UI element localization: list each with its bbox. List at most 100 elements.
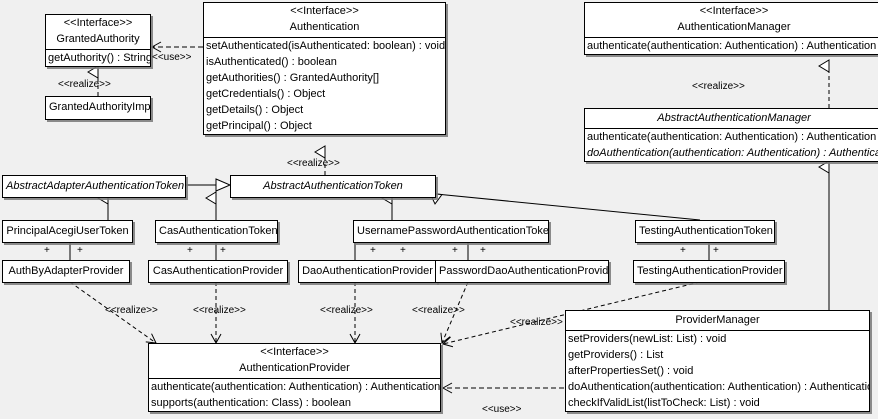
class-username-password-authentication-token[interactable]: UsernamePasswordAuthenticationToken [353,220,549,243]
class-header: DaoAuthenticationProvider [299,261,436,281]
edge-label-realize-password-dao-provider: <<realize>> [412,305,465,316]
class-name: PrincipalAcegiUserToken [6,225,129,237]
method-compartment: setProviders(newList: List) : void getPr… [566,330,869,411]
method-compartment: authenticate(authentication: Authenticat… [149,378,440,411]
class-header: AbstractAuthenticationManager [585,109,878,128]
method-item: afterPropertiesSet() : void [568,365,694,377]
edge-label-realize-abstract-authentication-token: <<realize>> [287,158,340,169]
class-granted-authority-impl[interactable]: GrantedAuthorityImpl [45,96,151,120]
association-marker-plus: + [187,245,193,256]
method-compartment: getAuthority() : String [46,49,150,66]
class-authentication-manager[interactable]: <<Interface>> AuthenticationManager auth… [584,2,878,55]
class-header: PrincipalAcegiUserToken [3,221,132,241]
association-marker-plus: + [370,245,376,256]
method-item: authenticate(authentication: Authenticat… [151,381,441,393]
method-compartment: setAuthenticated(isAuthenticated: boolea… [204,37,445,134]
method-item: isAuthenticated() : boolean [206,56,337,68]
edge-label-realize-granted-authority-impl: <<realize>> [58,79,111,90]
class-header: <<Interface>> GrantedAuthority [46,15,150,49]
class-header: CasAuthenticationToken [156,221,277,241]
class-cas-authentication-token[interactable]: CasAuthenticationToken [155,220,278,243]
class-name: TestingAuthenticationToken [639,225,773,237]
method-item: getCredentials() : Object [206,88,326,100]
class-name: GrantedAuthority [56,33,140,45]
association-marker-plus: + [713,245,719,256]
class-granted-authority[interactable]: <<Interface>> GrantedAuthority getAuthor… [45,14,151,67]
class-header: PasswordDaoAuthenticationProvider [436,261,608,281]
method-compartment: authenticate(authentication: Authenticat… [585,37,878,54]
class-name: AuthByAdapterProvider [8,265,124,277]
class-abstract-authentication-manager[interactable]: AbstractAuthenticationManager authentica… [584,108,878,162]
class-testing-authentication-provider[interactable]: TestingAuthenticationProvider [633,260,785,283]
stereotype-label: <<Interface>> [260,346,329,358]
class-header: AbstractAuthenticationToken [231,176,435,196]
class-header: AbstractAdapterAuthenticationToken [3,176,185,196]
class-auth-by-adapter-provider[interactable]: AuthByAdapterProvider [2,260,130,283]
edge-label-realize-auth-by-adapter-provider: <<realize>> [105,305,158,316]
method-item: doAuthentication(authentication: Authent… [568,381,870,393]
method-item: setProviders(newList: List) : void [568,333,727,345]
method-item: authenticate(authentication: Authenticat… [587,131,877,143]
association-marker-plus: + [680,245,686,256]
class-authentication-provider[interactable]: <<Interface>> AuthenticationProvider aut… [148,343,441,412]
class-name: ProviderManager [675,314,760,326]
class-abstract-adapter-authentication-token[interactable]: AbstractAdapterAuthenticationToken [2,175,186,198]
class-name: PasswordDaoAuthenticationProvider [439,265,609,277]
class-name: CasAuthenticationProvider [152,265,284,277]
method-item: getDetails() : Object [206,104,304,116]
stereotype-label: <<Interface>> [290,5,359,17]
class-password-dao-authentication-provider[interactable]: PasswordDaoAuthenticationProvider [435,260,609,283]
method-item: getAuthority() : String [48,52,151,64]
edge-label-use-provider-manager: <<use>> [482,404,522,415]
class-abstract-authentication-token[interactable]: AbstractAuthenticationToken [230,175,436,198]
class-name: Authentication [289,21,360,33]
class-name: UsernamePasswordAuthenticationToken [357,225,549,237]
class-principal-acegi-user-token[interactable]: PrincipalAcegiUserToken [2,220,133,243]
class-testing-authentication-token[interactable]: TestingAuthenticationToken [635,220,775,243]
association-marker-plus: + [44,245,50,256]
class-header: <<Interface>> Authentication [204,3,445,37]
edge-label-realize-dao-provider: <<realize>> [320,305,373,316]
class-header: UsernamePasswordAuthenticationToken [354,221,548,241]
class-authentication[interactable]: <<Interface>> Authentication setAuthenti… [203,2,446,135]
class-header: AuthByAdapterProvider [3,261,129,281]
class-header: CasAuthenticationProvider [149,261,287,281]
association-marker-plus: + [480,245,486,256]
stereotype-label: <<Interface>> [699,5,769,17]
method-item: supports(authentication: Class) : boolea… [151,397,351,409]
method-item: authenticate(authentication: Authenticat… [587,40,877,52]
edge-label-realize-testing-provider: <<realize>> [510,317,563,328]
class-name: AbstractAuthenticationToken [263,180,403,192]
class-header: <<Interface>> AuthenticationManager [585,3,878,37]
association-marker-plus: + [400,245,406,256]
method-item: doAuthentication(authentication: Authent… [587,147,878,159]
class-name: AuthenticationManager [677,21,791,33]
class-provider-manager[interactable]: ProviderManager setProviders(newList: Li… [565,310,870,412]
association-marker-plus: + [220,245,226,256]
edge-label-realize-cas-provider: <<realize>> [193,305,246,316]
class-name: GrantedAuthorityImpl [49,101,151,113]
class-header: <<Interface>> AuthenticationProvider [149,344,440,378]
edge-label-realize-authentication-manager: <<realize>> [692,81,745,92]
method-item: checkIfValidList(listToCheck: List) : vo… [568,397,760,409]
stereotype-label: <<Interface>> [63,17,133,29]
class-header: TestingAuthenticationToken [636,221,774,241]
association-marker-plus: + [77,245,83,256]
method-item: setAuthenticated(isAuthenticated: boolea… [206,40,446,52]
class-name: TestingAuthenticationProvider [637,265,783,277]
class-name: CasAuthenticationToken [159,225,278,237]
method-item: getProviders() : List [568,349,664,361]
class-header: ProviderManager [566,311,869,330]
method-item: getAuthorities() : GrantedAuthority[] [206,72,380,84]
method-item: getPrincipal() : Object [206,120,312,132]
class-cas-authentication-provider[interactable]: CasAuthenticationProvider [148,260,288,283]
class-name: AuthenticationProvider [239,362,350,374]
class-dao-authentication-provider[interactable]: DaoAuthenticationProvider [298,260,437,283]
class-header: GrantedAuthorityImpl [46,97,150,117]
class-header: TestingAuthenticationProvider [634,261,784,281]
association-marker-plus: + [452,245,458,256]
class-name: AbstractAuthenticationManager [657,112,811,124]
class-name: AbstractAdapterAuthenticationToken [6,180,185,192]
edge-label-use-granted-authority: <<use>> [152,52,192,63]
